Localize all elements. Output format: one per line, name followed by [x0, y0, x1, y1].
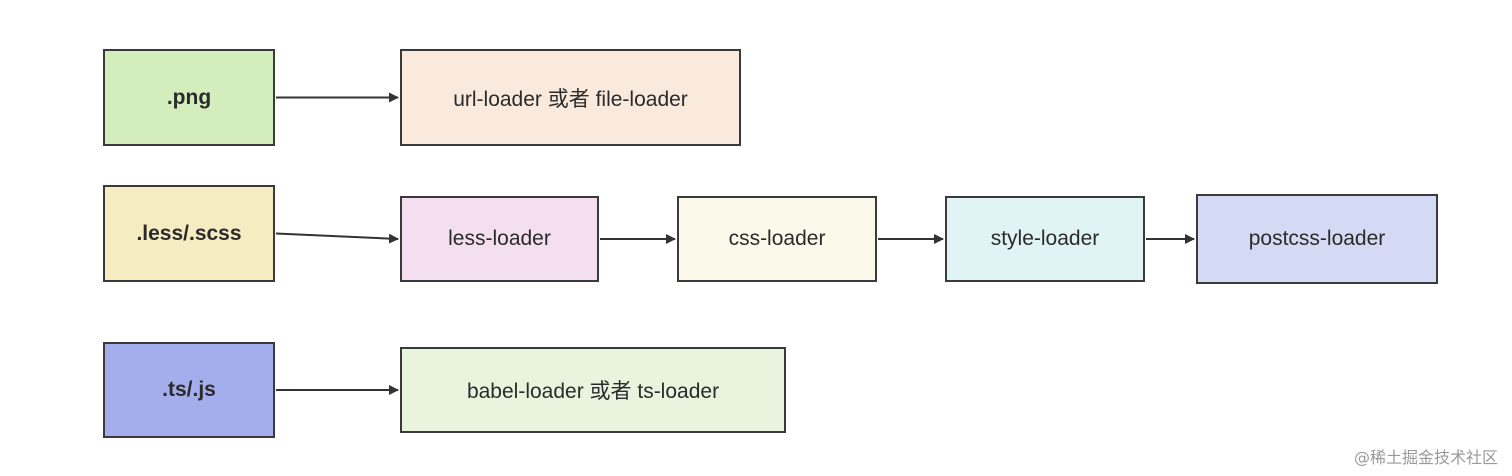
- node-babel-loader-label: babel-loader 或者 ts-loader: [466, 380, 720, 403]
- node-babel-loader: babel-loader 或者 ts-loader: [400, 347, 786, 433]
- node-ts-js-label: .ts/.js: [162, 378, 216, 401]
- node-png: .png: [103, 49, 275, 146]
- node-postcss-loader-label: postcss-loader: [1248, 227, 1386, 250]
- node-style-loader: style-loader: [945, 196, 1145, 282]
- arrow-less_scss-to-less_loader: [275, 232, 399, 244]
- watermark: @稀土掘金技术社区: [1353, 448, 1498, 467]
- node-url-loader: url-loader 或者 file-loader: [400, 49, 741, 146]
- node-css-loader-label: css-loader: [728, 227, 826, 250]
- node-style-loader-label: style-loader: [990, 227, 1100, 250]
- node-less-scss-label: .less/.scss: [136, 221, 242, 245]
- node-ts-js: .ts/.js: [103, 342, 275, 438]
- node-less-loader-label: less-loader: [448, 227, 551, 250]
- node-less-loader: less-loader: [400, 196, 599, 282]
- node-less-scss: .less/.scss: [103, 185, 275, 282]
- node-css-loader: css-loader: [677, 196, 877, 282]
- node-url-loader-label: url-loader 或者 file-loader: [453, 87, 688, 111]
- node-postcss-loader: postcss-loader: [1196, 194, 1438, 284]
- node-png-label: .png: [166, 85, 212, 109]
